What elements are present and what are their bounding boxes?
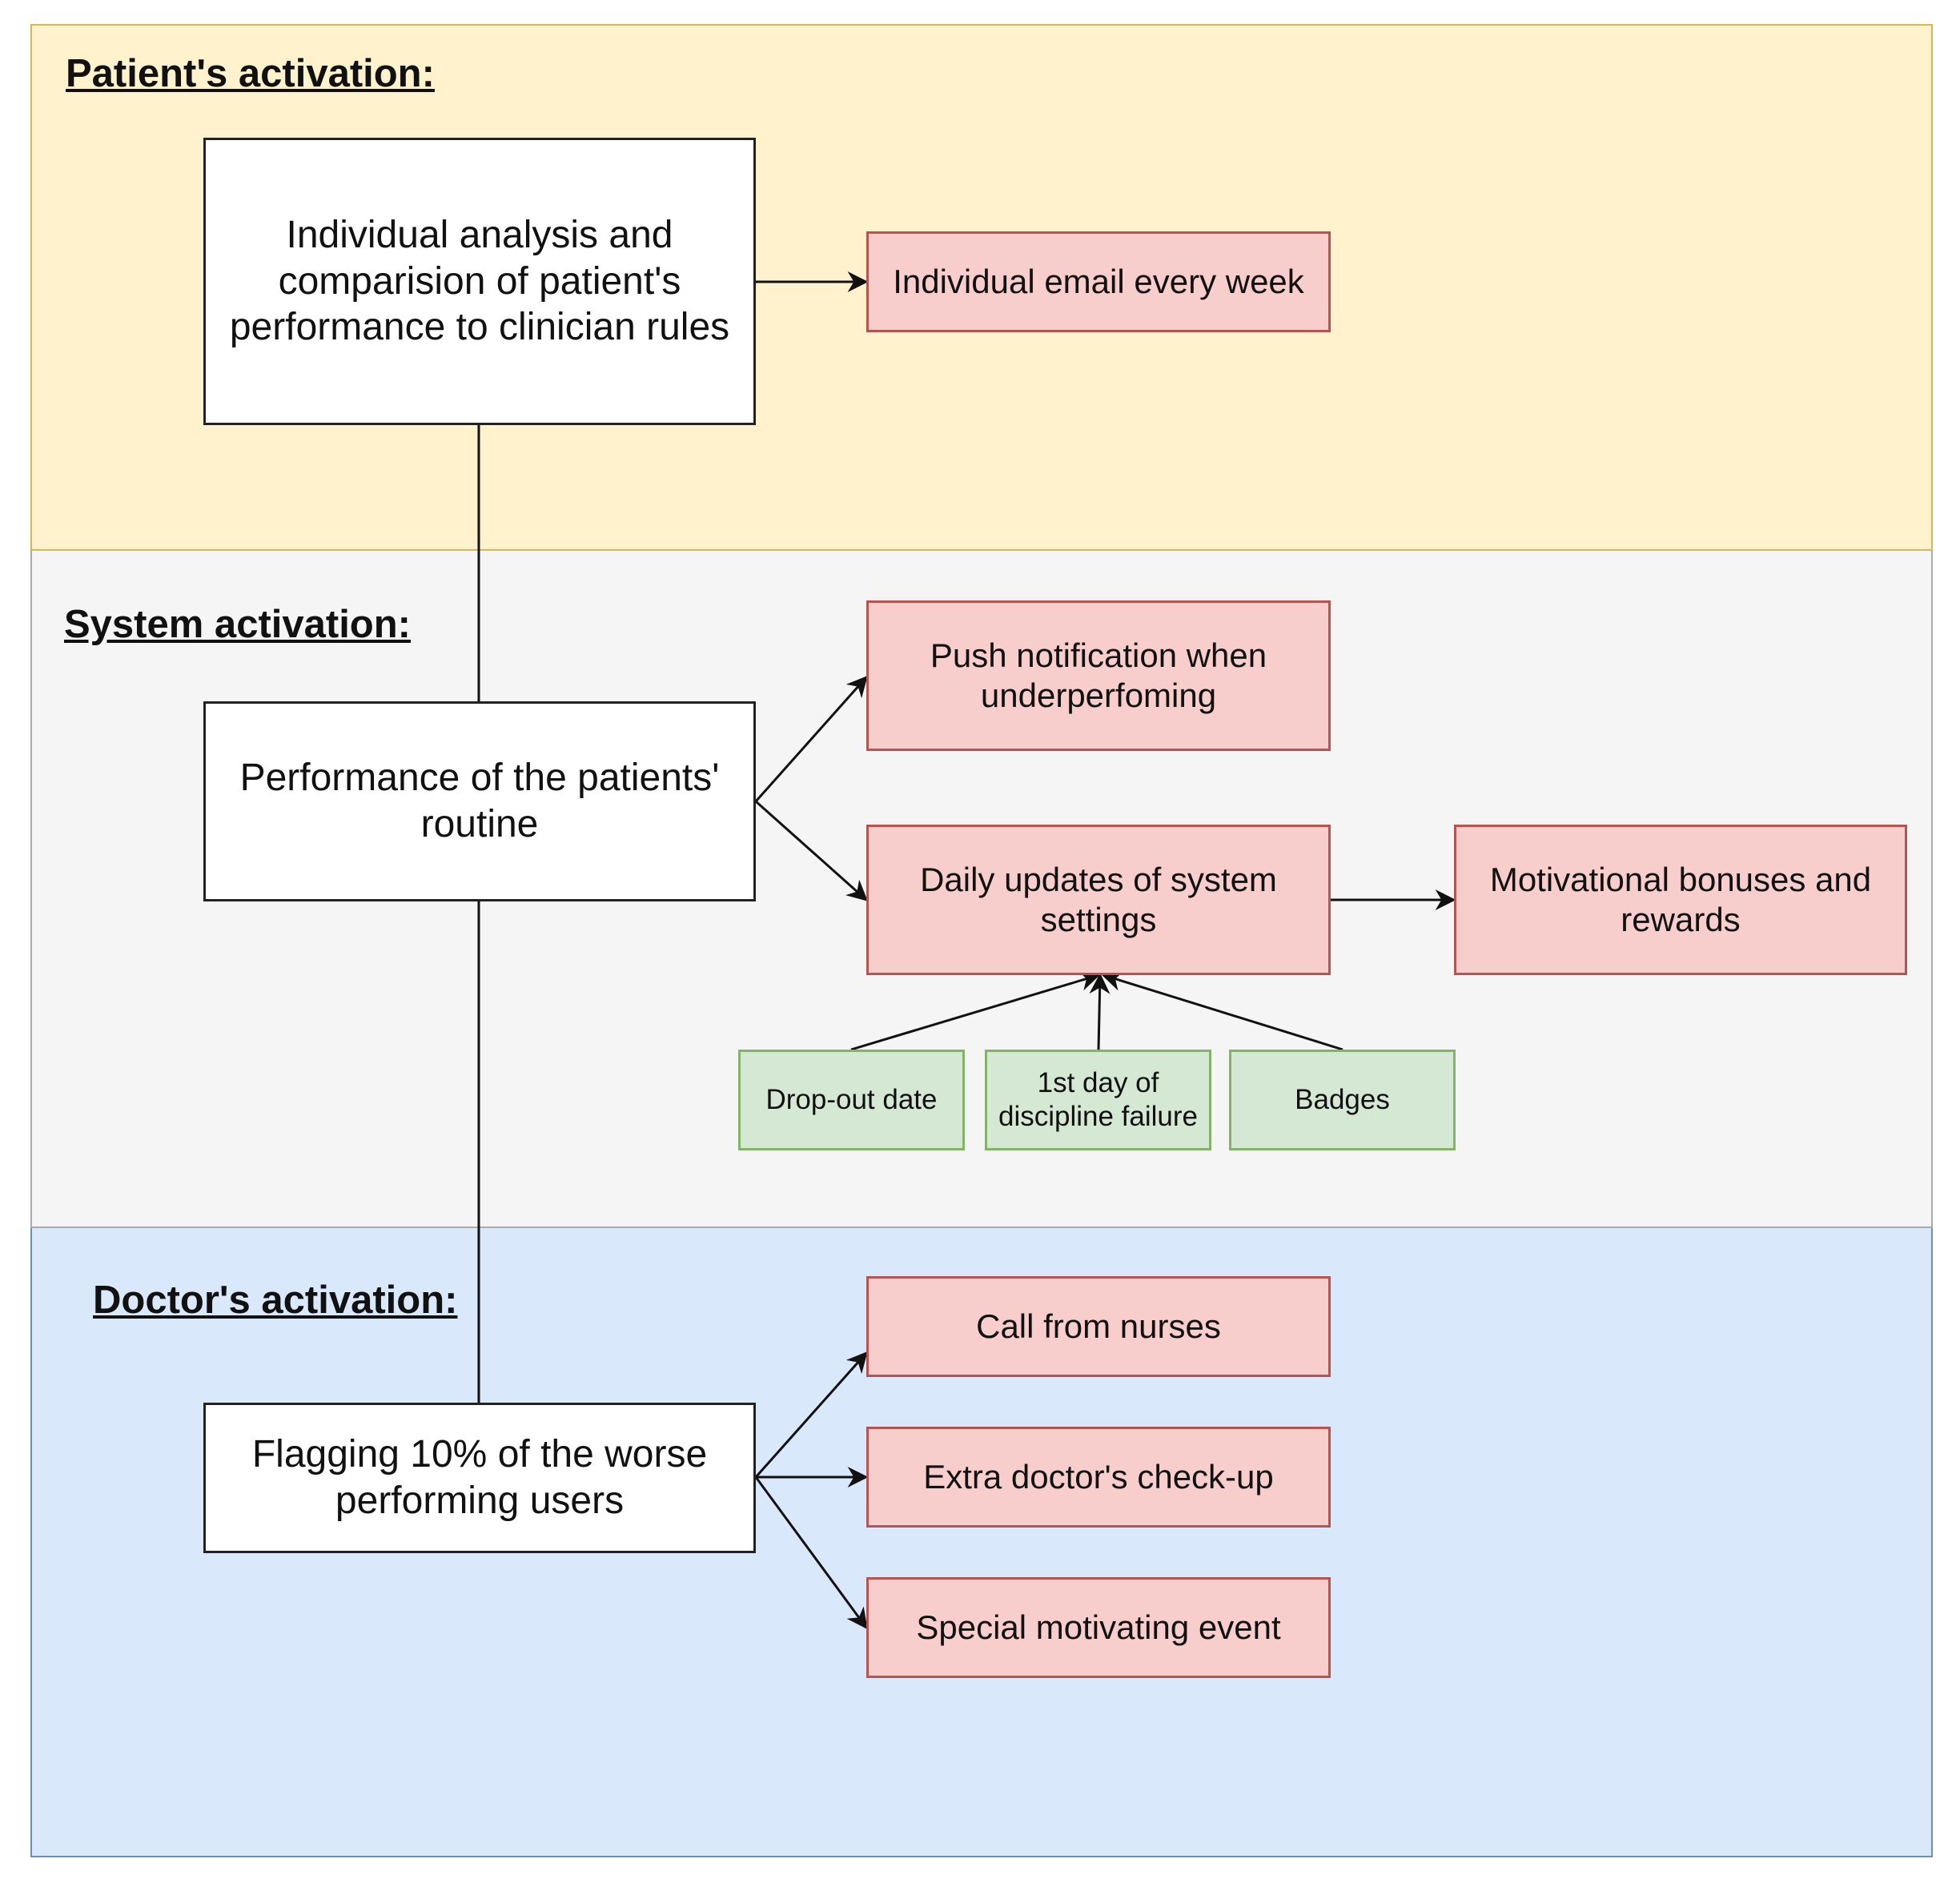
doctor-activation-title: Doctor's activation: bbox=[93, 1279, 458, 1322]
individual-email-label: Individual email every week bbox=[893, 262, 1304, 300]
arrow-performance-to-push bbox=[754, 676, 868, 802]
daily-updates-label: Daily updates of system settings bbox=[920, 860, 1277, 938]
individual-analysis-node: Individual analysis and comparision of p… bbox=[203, 138, 756, 425]
individual-analysis-label: Individual analysis and comparision of p… bbox=[229, 214, 730, 349]
patient-activation-title: Patient's activation: bbox=[66, 52, 435, 95]
performance-routine-label: Performance of the patients' routine bbox=[239, 757, 720, 845]
call-from-nurses-label: Call from nurses bbox=[976, 1307, 1221, 1345]
dropout-date-label: Drop-out date bbox=[765, 1084, 938, 1115]
individual-email-node: Individual email every week bbox=[866, 231, 1331, 332]
push-notification-node: Push notification when underperfoming bbox=[866, 600, 1331, 751]
badges-label: Badges bbox=[1295, 1084, 1390, 1115]
performance-routine-node: Performance of the patients' routine bbox=[203, 701, 756, 901]
special-event-node: Special motivating event bbox=[866, 1577, 1331, 1678]
discipline-failure-node: 1st day of discipline failure bbox=[985, 1050, 1211, 1150]
arrow-flagging-to-special bbox=[754, 1476, 868, 1630]
motivational-bonuses-label: Motivational bonuses and rewards bbox=[1489, 860, 1872, 938]
call-from-nurses-node: Call from nurses bbox=[866, 1276, 1331, 1377]
motivational-bonuses-node: Motivational bonuses and rewards bbox=[1454, 825, 1907, 975]
flagging-users-node: Flagging 10% of the worse performing use… bbox=[203, 1403, 756, 1553]
extra-checkup-label: Extra doctor's check-up bbox=[923, 1457, 1274, 1496]
dropout-date-node: Drop-out date bbox=[738, 1050, 965, 1150]
badges-node: Badges bbox=[1229, 1050, 1456, 1150]
arrow-dropout-to-daily bbox=[850, 970, 1101, 1051]
flagging-users-label: Flagging 10% of the worse performing use… bbox=[251, 1433, 708, 1522]
arrow-discipline-to-daily bbox=[1089, 973, 1111, 1050]
system-activation-title: System activation: bbox=[64, 603, 411, 646]
discipline-failure-label: 1st day of discipline failure bbox=[998, 1067, 1199, 1132]
push-notification-label: Push notification when underperfoming bbox=[930, 636, 1267, 714]
special-event-label: Special motivating event bbox=[916, 1608, 1281, 1646]
daily-updates-node: Daily updates of system settings bbox=[866, 825, 1331, 975]
extra-checkup-node: Extra doctor's check-up bbox=[866, 1427, 1331, 1528]
arrow-performance-to-daily bbox=[755, 800, 868, 901]
arrow-badges-to-daily bbox=[1101, 970, 1343, 1051]
arrow-flagging-to-call bbox=[754, 1351, 868, 1478]
